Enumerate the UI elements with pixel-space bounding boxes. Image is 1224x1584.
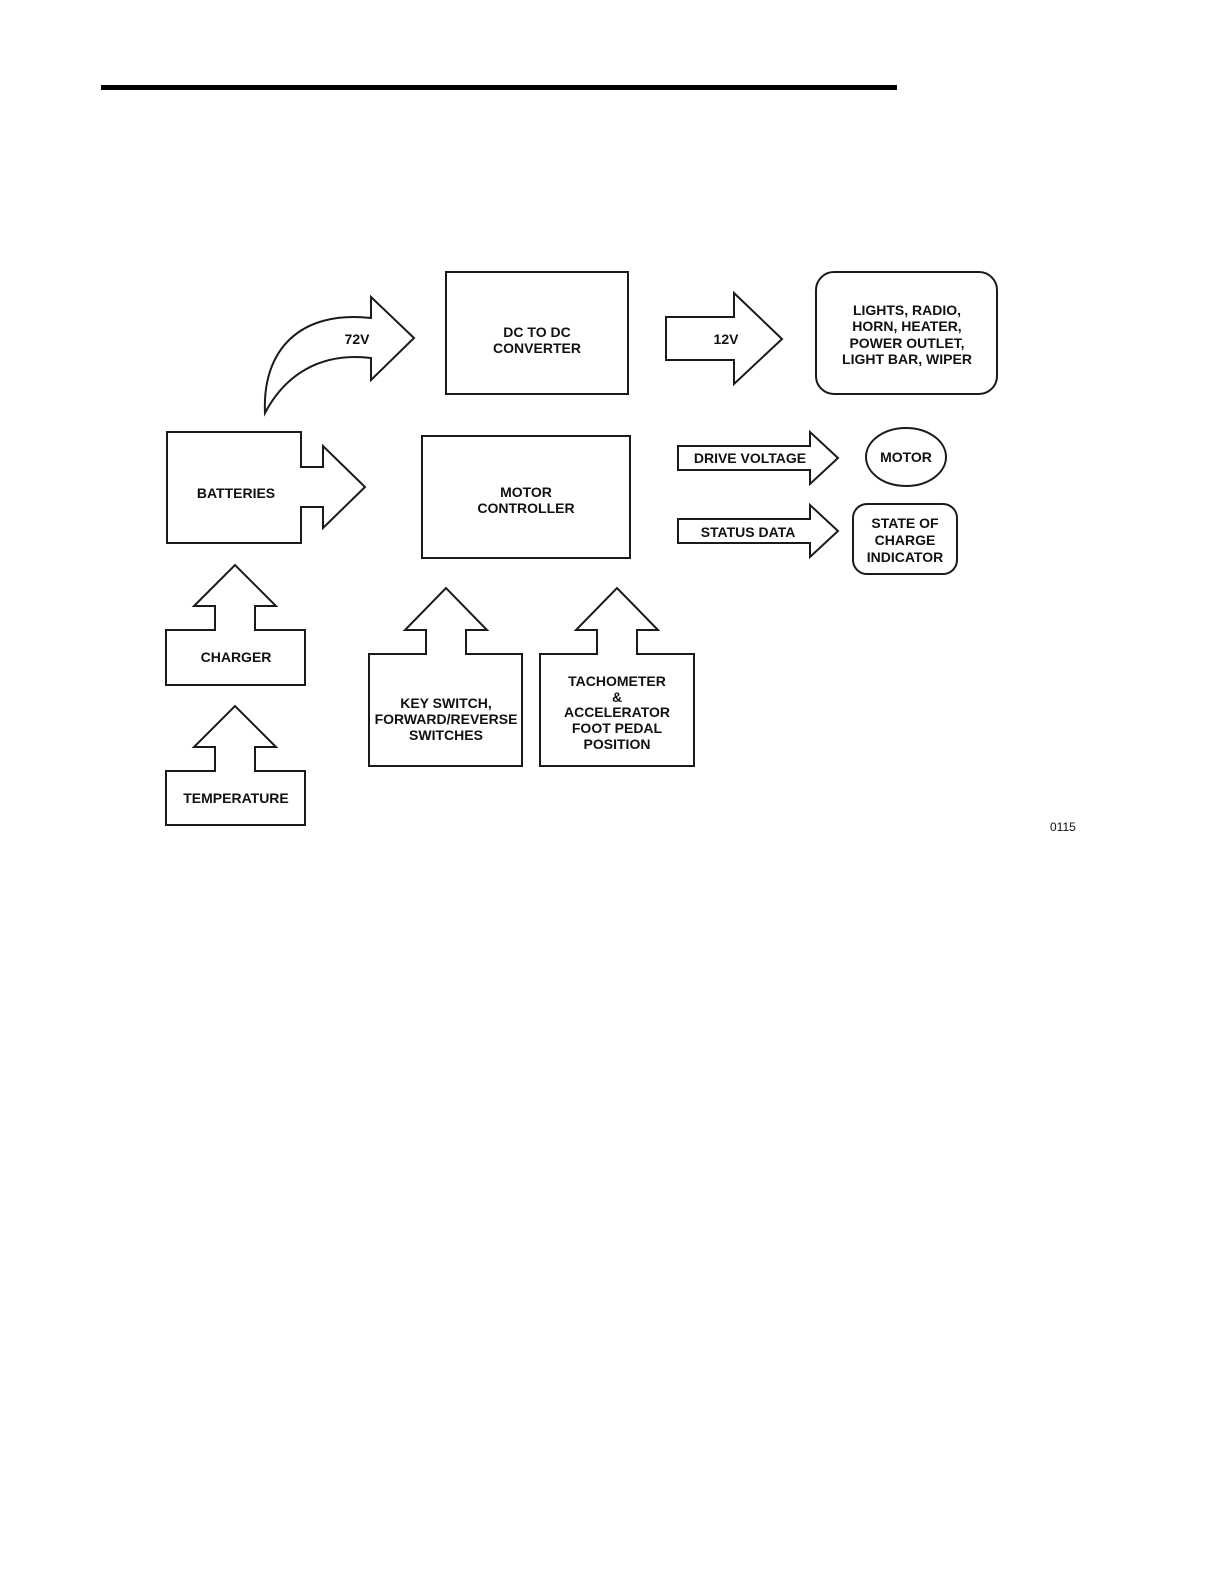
node-key-switch: KEY SWITCH, FORWARD/REVERSE SWITCHES: [369, 588, 522, 766]
tachometer-line-1: TACHOMETER: [568, 673, 666, 689]
node-soc-indicator: STATE OF CHARGE INDICATOR: [853, 504, 957, 574]
accessories-line-3: POWER OUTLET,: [849, 335, 964, 351]
figure-number: 0115: [1050, 820, 1076, 834]
node-motor: MOTOR: [866, 428, 946, 486]
accessories-line-4: LIGHT BAR, WIPER: [842, 351, 972, 367]
edge-72v-arrow: 72V: [265, 297, 414, 413]
edge-72v-label: 72V: [345, 331, 371, 347]
key-switch-line-1: KEY SWITCH,: [400, 695, 492, 711]
edge-status-data-arrow: STATUS DATA: [678, 505, 838, 557]
node-temperature: TEMPERATURE: [166, 706, 305, 825]
temperature-label: TEMPERATURE: [183, 790, 289, 806]
edge-drive-voltage-arrow: DRIVE VOLTAGE: [678, 432, 838, 484]
node-tachometer: TACHOMETER & ACCELERATOR FOOT PEDAL POSI…: [540, 588, 694, 766]
edge-12v-label: 12V: [714, 331, 740, 347]
motor-controller-line-1: MOTOR: [500, 484, 552, 500]
edge-12v-arrow: 12V: [666, 293, 782, 384]
key-switch-line-2: FORWARD/REVERSE: [375, 711, 518, 727]
accessories-line-2: HORN, HEATER,: [852, 318, 961, 334]
node-dc-converter: DC TO DC CONVERTER: [446, 272, 628, 394]
tachometer-line-4: FOOT PEDAL: [572, 720, 663, 736]
tachometer-line-5: POSITION: [584, 736, 651, 752]
accessories-line-1: LIGHTS, RADIO,: [853, 302, 961, 318]
soc-indicator-line-1: STATE OF: [871, 515, 939, 531]
dc-converter-line-2: CONVERTER: [493, 340, 581, 356]
soc-indicator-line-2: CHARGE: [875, 532, 936, 548]
node-accessories: LIGHTS, RADIO, HORN, HEATER, POWER OUTLE…: [816, 272, 997, 394]
charger-label: CHARGER: [201, 649, 272, 665]
dc-converter-line-1: DC TO DC: [503, 324, 570, 340]
edge-drive-voltage-label: DRIVE VOLTAGE: [694, 450, 806, 466]
soc-indicator-line-3: INDICATOR: [867, 549, 943, 565]
motor-controller-line-2: CONTROLLER: [477, 500, 574, 516]
node-batteries: BATTERIES: [167, 432, 365, 543]
tachometer-line-3: ACCELERATOR: [564, 704, 670, 720]
edge-status-data-label: STATUS DATA: [701, 524, 796, 540]
node-charger: CHARGER: [166, 565, 305, 685]
batteries-label: BATTERIES: [197, 485, 275, 501]
key-switch-line-3: SWITCHES: [409, 727, 483, 743]
tachometer-line-2: &: [612, 689, 622, 705]
node-motor-controller: MOTOR CONTROLLER: [422, 436, 630, 558]
motor-label: MOTOR: [880, 449, 932, 465]
